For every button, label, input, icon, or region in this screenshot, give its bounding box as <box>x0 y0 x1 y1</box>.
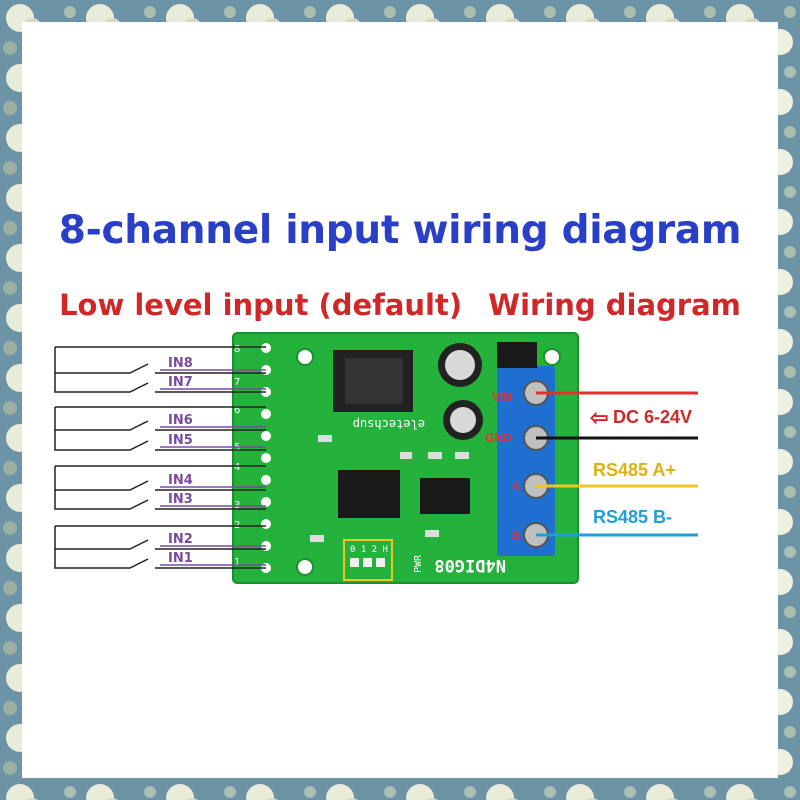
input-label-in8: IN8 <box>168 356 193 371</box>
subtitle: Low level input (default) Wiring diagram <box>0 288 800 322</box>
mounting-hole <box>543 348 561 366</box>
terminal-label-a: A <box>512 481 520 493</box>
terminal-label-b: B <box>512 530 520 542</box>
switch-in3 <box>54 490 266 510</box>
input-label-in4: IN4 <box>168 473 193 488</box>
input-label-in6: IN6 <box>168 413 193 428</box>
switch-in8 <box>54 346 266 374</box>
jumper-label: 0 1 2 H <box>350 545 388 555</box>
subtitle-right: Wiring diagram <box>488 288 741 322</box>
mounting-hole <box>296 348 314 366</box>
mounting-hole <box>296 558 314 576</box>
input-label-in2: IN2 <box>168 532 193 547</box>
main-chip <box>338 470 400 518</box>
switch-in4 <box>54 465 266 491</box>
input-wiring <box>54 346 266 569</box>
pin-number: 6 <box>234 405 240 416</box>
input-label-in5: IN5 <box>168 433 193 448</box>
terminal-label-vin: VIN <box>492 390 512 404</box>
page-title: 8-channel input wiring diagram <box>58 208 742 253</box>
switch-in2 <box>54 525 266 550</box>
switch-in7 <box>54 373 266 393</box>
address-jumper <box>343 539 393 581</box>
power-label: DC 6-24V <box>613 407 692 427</box>
model-silkscreen: N4DIG08 <box>434 555 506 575</box>
switch-in1 <box>54 549 266 569</box>
input-label-lines <box>160 369 266 566</box>
rs485-a-label: RS485 A+ <box>593 460 676 480</box>
rs485-b-label: RS485 B- <box>593 507 672 527</box>
pin-number: 4 <box>234 462 240 473</box>
subtitle-left: Low level input (default) <box>59 288 463 322</box>
power-arrow-icon: ⇦ <box>590 405 608 430</box>
screw-terminal-block: VIN GND A B <box>485 342 555 556</box>
input-label-in3: IN3 <box>168 492 193 507</box>
input-label-in1: IN1 <box>168 551 193 566</box>
switch-in6 <box>54 406 266 431</box>
pin-number: 1 <box>234 557 240 568</box>
rs485-chip <box>420 478 470 514</box>
pin-number: 8 <box>234 344 240 355</box>
brand-silkscreen: eletechsup <box>353 417 425 431</box>
input-label-in7: IN7 <box>168 375 193 390</box>
terminal-label-gnd: GND <box>485 431 512 445</box>
pwr-label: PWR <box>413 554 424 573</box>
pin-number: 7 <box>234 377 240 388</box>
switch-in5 <box>54 430 266 451</box>
